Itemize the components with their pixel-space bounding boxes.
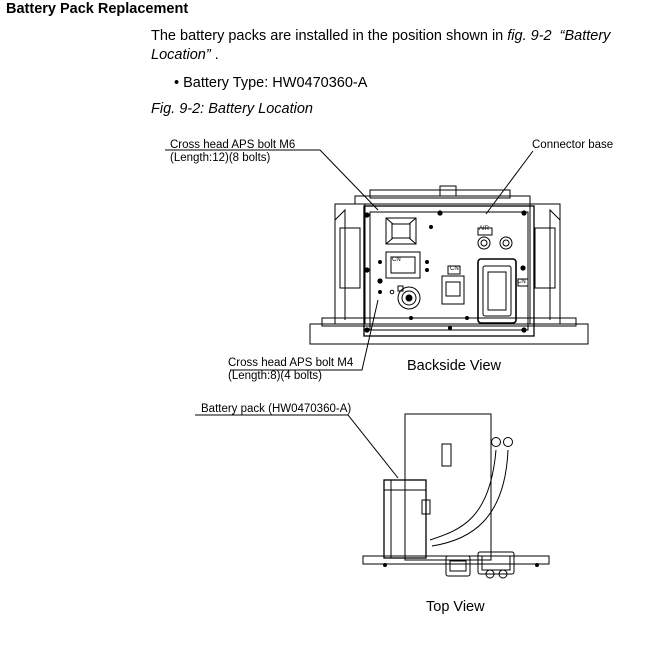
- intro-fig-ref: fig. 9-2: [507, 28, 552, 44]
- callout-m4-line1: Cross head APS bolt M4: [228, 357, 354, 369]
- intro-text-after: .: [210, 47, 219, 63]
- m6-leader-line: [165, 149, 379, 211]
- section-heading: Battery Pack Replacement: [6, 1, 189, 17]
- connector-mark-1: CN: [450, 266, 459, 272]
- callout-m6-bolts: Cross head APS bolt M6 (Length:12)(8 bol…: [170, 139, 295, 165]
- figure-caption: Fig. 9-2: Battery Location: [151, 101, 313, 117]
- connector-base-leader-line: [485, 150, 534, 215]
- top-view-label: Top View: [426, 599, 485, 615]
- callout-m4-line2: (Length:8)(4 bolts): [228, 370, 322, 382]
- top-view-drawing: [362, 413, 550, 579]
- air-mark: AIR: [479, 226, 490, 232]
- intro-fig-title: “Battery Location”: [151, 28, 611, 63]
- battery-pack-leader-line: [195, 414, 399, 479]
- intro-text-before: The battery packs are installed in the p…: [151, 28, 508, 44]
- callout-m4-bolts: Cross head APS bolt M4 (Length:8)(4 bolt…: [228, 357, 353, 383]
- m4-leader-line: [230, 299, 379, 371]
- callout-m6-line2: (Length:12)(8 bolts): [170, 152, 271, 164]
- callout-m6-line1: Cross head APS bolt M6: [170, 139, 296, 151]
- battery-type-bullet: • Battery Type: HW0470360-A: [174, 75, 368, 91]
- connector-mark-2: CN: [517, 279, 526, 285]
- backside-view-label: Backside View: [407, 358, 502, 374]
- intro-paragraph: The battery packs are installed in the p…: [151, 27, 646, 65]
- backside-view-drawing: [309, 185, 589, 345]
- callout-battery-pack: Battery pack (HW0470360-A): [201, 403, 352, 415]
- connector-mark-3: CN: [392, 257, 401, 263]
- callout-connector-base: Connector base: [532, 139, 614, 151]
